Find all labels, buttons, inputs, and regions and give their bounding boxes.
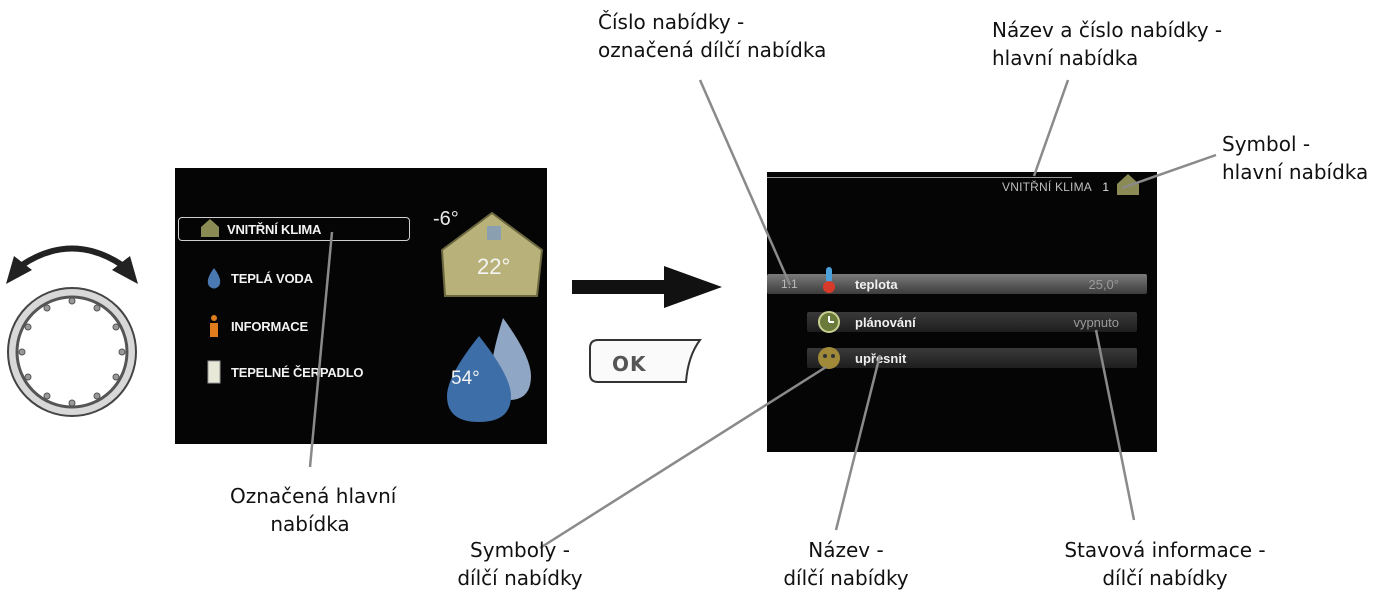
main-menu-item-info[interactable]: INFORMACE [203,314,308,338]
main-menu-item-indoor-climate[interactable]: VNITŘNÍ KLIMA [178,217,410,241]
caption-title-number: Název a číslo nabídky -hlavní nabídka [992,18,1223,70]
main-menu-item-heat-pump[interactable]: TEPELNÉ ČERPADLO [203,360,364,384]
menu-title: VNITŘNÍ KLIMA [1002,180,1092,194]
row-number: 1.1 [781,277,798,291]
water-drop-icon [203,266,225,290]
row-name: plánování [855,314,916,330]
row-status: 25,0° [1088,276,1119,292]
caption-symbol: Symbol -hlavní nabídka [1222,132,1369,184]
house-icon [1117,174,1139,195]
ok-button[interactable]: OK [612,352,647,376]
clock-icon [817,310,841,334]
sub-menu-row-advanced[interactable]: upřesnit [767,346,1157,370]
row-background [807,348,1137,368]
row-highlight [767,274,1147,294]
sub-menu-row-temperature[interactable]: 1.1 teplota 25,0° [767,267,1157,296]
main-menu-item-hot-water[interactable]: TEPLÁ VODA [203,266,313,290]
main-menu-label: INFORMACE [231,318,308,334]
caption-status-sub: Stavová informace -dílčí nabídky [1064,538,1266,590]
menu-number: 1 [1102,180,1109,194]
rotation-arrow-icon [6,245,138,284]
caption-menu-number: Číslo nabídky -označená dílčí nabídka [598,10,827,62]
caption-name-sub: Název -dílčí nabídky [783,538,909,590]
heat-pump-icon [203,360,225,384]
water-temperature: 54° [451,368,480,389]
house-status-icon [440,211,544,297]
sub-menu-row-scheduling[interactable]: plánování vypnuto [767,310,1157,334]
right-arrow-icon [572,266,722,308]
title-divider [767,177,1072,178]
caption-symbols-sub: Symboly -dílčí nabídky [457,538,583,590]
hot-water-status-icon [447,318,531,422]
sub-menu-screen: VNITŘNÍ KLIMA 1 1.1 teplota 25,0° plánov… [767,172,1157,452]
main-menu-label: TEPELNÉ ČERPADLO [231,364,364,380]
control-knob-icon [7,287,137,417]
advanced-settings-icon [817,346,841,370]
main-menu-screen: VNITŘNÍ KLIMA TEPLÁ VODA INFORMACE TEPEL… [175,168,547,444]
indoor-temperature: 22° [477,254,511,279]
thermometer-icon [817,267,841,296]
outdoor-temperature: -6° [433,208,459,230]
info-icon [203,314,225,338]
house-icon [199,217,221,241]
row-background [807,312,1137,332]
main-menu-label: TEPLÁ VODA [231,270,313,286]
row-name: upřesnit [855,350,907,366]
row-name: teplota [855,276,898,292]
row-status: vypnuto [1073,314,1119,330]
main-menu-label: VNITŘNÍ KLIMA [227,221,322,237]
